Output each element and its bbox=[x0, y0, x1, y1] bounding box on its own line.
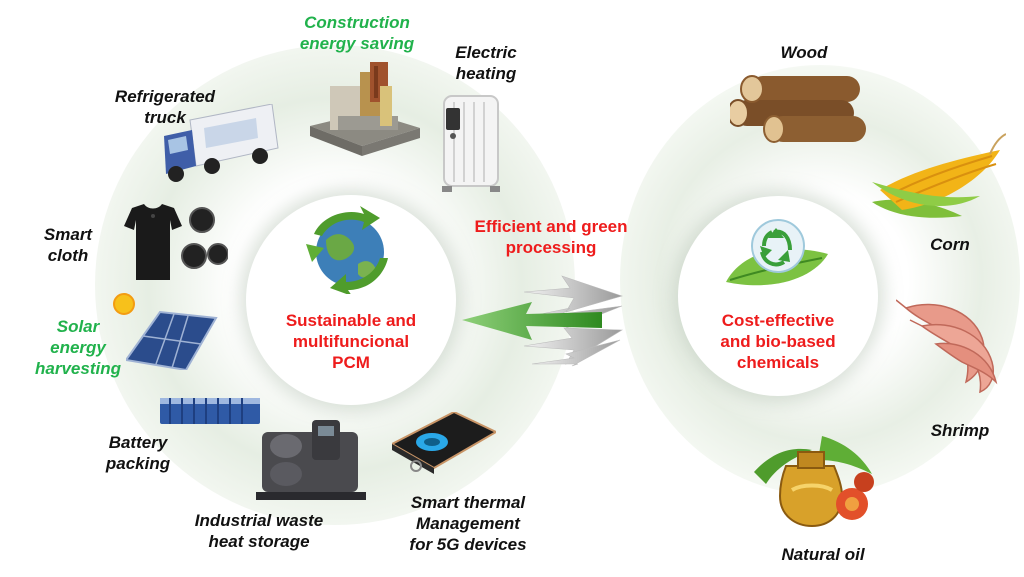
palm-oil-icon bbox=[752, 432, 880, 530]
refrigerated-truck-icon bbox=[160, 104, 280, 186]
label-construction-line-2: energy saving bbox=[299, 34, 415, 53]
label-shrimp: Shrimp bbox=[930, 421, 990, 440]
process-line-1: Efficient and green bbox=[474, 217, 628, 236]
process-arrows-icon bbox=[462, 268, 632, 368]
label-5g-thermal: Smart thermal Management for 5G devices bbox=[388, 492, 548, 555]
label-waste-heat-line-2: heat storage bbox=[208, 532, 310, 551]
chemicals-title-line-1: Cost-effective bbox=[721, 311, 835, 330]
label-solar: Solar energy harvesting bbox=[28, 316, 128, 379]
label-solar-line-3: harvesting bbox=[35, 359, 121, 378]
smart-shirt-icon bbox=[118, 204, 228, 282]
pcm-title-line-2: multifuncional bbox=[292, 332, 410, 351]
label-corn: Corn bbox=[930, 235, 970, 254]
label-waste-heat: Industrial waste heat storage bbox=[176, 510, 342, 552]
label-refrigerated-truck-line-1: Refrigerated bbox=[114, 87, 216, 106]
battery-pack-icon bbox=[160, 394, 260, 428]
industrial-chiller-icon bbox=[256, 412, 366, 502]
wood-logs-icon bbox=[730, 66, 870, 144]
5g-cooling-pad-icon bbox=[392, 412, 496, 478]
label-refrigerated-truck: Refrigerated truck bbox=[100, 86, 230, 128]
label-electric-heating-line-2: heating bbox=[455, 64, 517, 83]
chemicals-title-line-2: and bio-based bbox=[720, 332, 836, 351]
label-natural-oil: Natural oil bbox=[781, 545, 865, 564]
process-line-2: processing bbox=[505, 238, 597, 257]
earth-recycle-icon bbox=[302, 204, 398, 294]
label-battery-packing-line-1: Battery bbox=[108, 433, 168, 452]
label-electric-heating-line-1: Electric bbox=[455, 43, 517, 62]
label-electric-heating: Electric heating bbox=[438, 42, 534, 84]
chemicals-title: Cost-effective and bio-based chemicals bbox=[683, 310, 873, 373]
recycle-leaf-icon bbox=[722, 212, 832, 290]
process-label: Efficient and green processing bbox=[468, 216, 634, 258]
sun-icon bbox=[112, 292, 136, 316]
label-5g-thermal-line-3: for 5G devices bbox=[409, 535, 527, 554]
label-5g-thermal-line-2: Management bbox=[416, 514, 520, 533]
pcm-title-line-1: Sustainable and bbox=[285, 311, 417, 330]
oil-radiator-icon bbox=[440, 92, 502, 196]
label-battery-packing-line-2: packing bbox=[105, 454, 171, 473]
corn-icon bbox=[872, 130, 1006, 222]
pcm-title-line-3: PCM bbox=[332, 353, 370, 372]
label-solar-line-2: energy bbox=[50, 338, 106, 357]
label-refrigerated-truck-line-2: truck bbox=[144, 108, 186, 127]
label-smart-cloth-line-1: Smart bbox=[43, 225, 93, 244]
label-construction-line-1: Construction bbox=[304, 13, 410, 32]
construction-wall-icon bbox=[310, 56, 420, 156]
label-construction: Construction energy saving bbox=[282, 12, 432, 54]
pcm-title: Sustainable and multifuncional PCM bbox=[256, 310, 446, 373]
chemicals-title-line-3: chemicals bbox=[736, 353, 820, 372]
label-smart-cloth: Smart cloth bbox=[30, 224, 106, 266]
label-solar-line-1: Solar bbox=[56, 317, 100, 336]
label-wood: Wood bbox=[780, 43, 828, 62]
label-battery-packing: Battery packing bbox=[90, 432, 186, 474]
solar-panel-icon bbox=[126, 308, 218, 370]
label-smart-cloth-line-2: cloth bbox=[47, 246, 89, 265]
shrimp-icon bbox=[896, 298, 1008, 394]
label-5g-thermal-line-1: Smart thermal bbox=[410, 493, 526, 512]
label-waste-heat-line-1: Industrial waste bbox=[194, 511, 324, 530]
